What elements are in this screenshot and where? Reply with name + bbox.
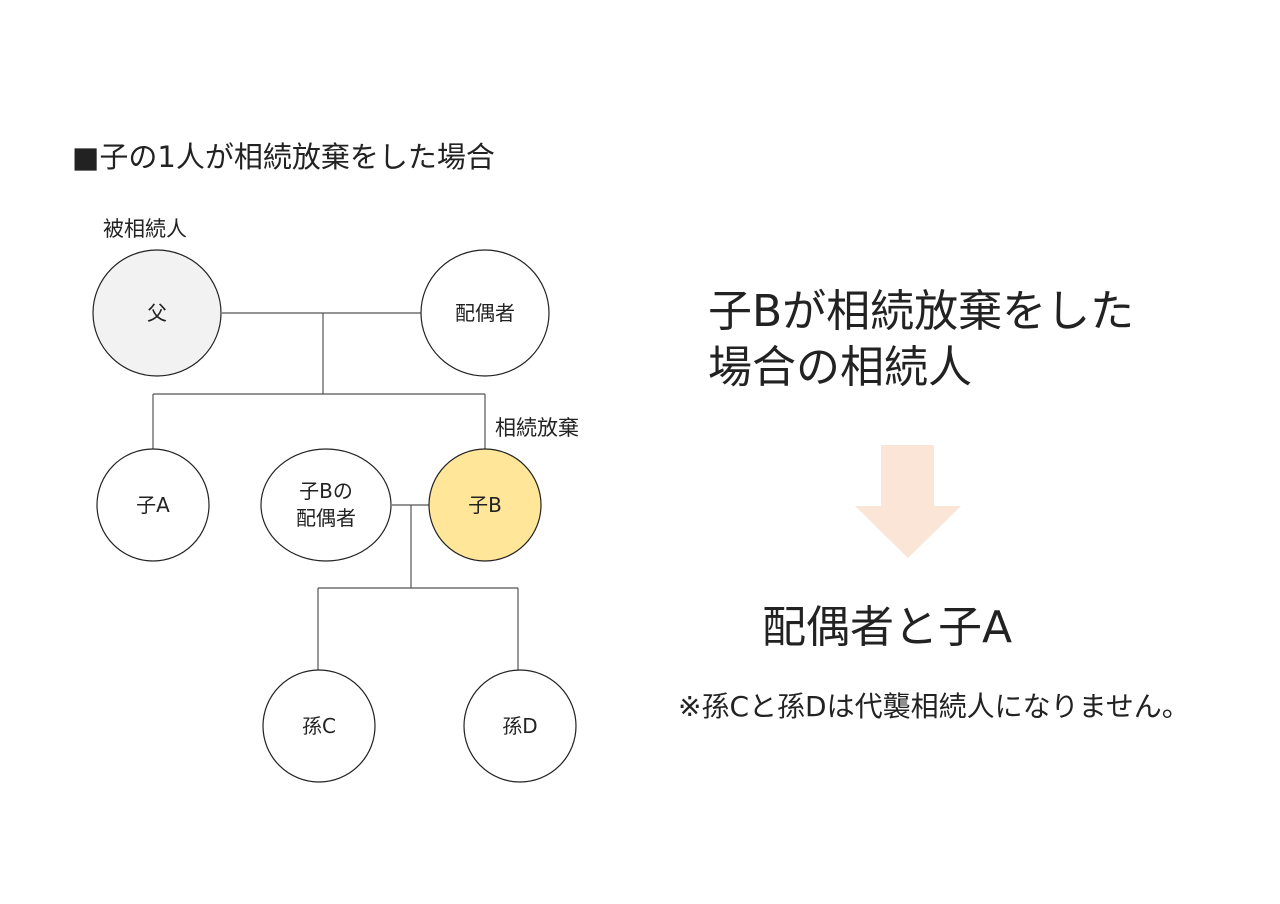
child-a-circle (96, 448, 210, 562)
grandchild-d-circle (463, 669, 577, 783)
deceased-label: 被相続人 (103, 217, 187, 241)
page-title: ■子の1人が相続放棄をした場合 (72, 140, 495, 174)
headline: 子Bが相続放棄をした 場合の相続人 (708, 284, 1228, 396)
spouse-circle (420, 249, 550, 377)
note-text: ※孫Cと孫Dは代襲相続人になりません。 (678, 690, 1190, 723)
down-arrow-icon (855, 445, 961, 558)
headline-line1: 子Bが相続放棄をした (708, 286, 1135, 337)
person-circles (92, 249, 577, 783)
father-circle (92, 249, 222, 377)
connector-lines (152, 312, 519, 670)
headline-line2: 場合の相続人 (708, 342, 972, 393)
grandchild-c-circle (262, 669, 376, 783)
child-b-spouse-circle (260, 448, 392, 562)
result-heirs: 配偶者と子A (762, 602, 1013, 653)
renounced-label: 相続放棄 (495, 416, 579, 440)
child-b-circle (428, 448, 542, 562)
